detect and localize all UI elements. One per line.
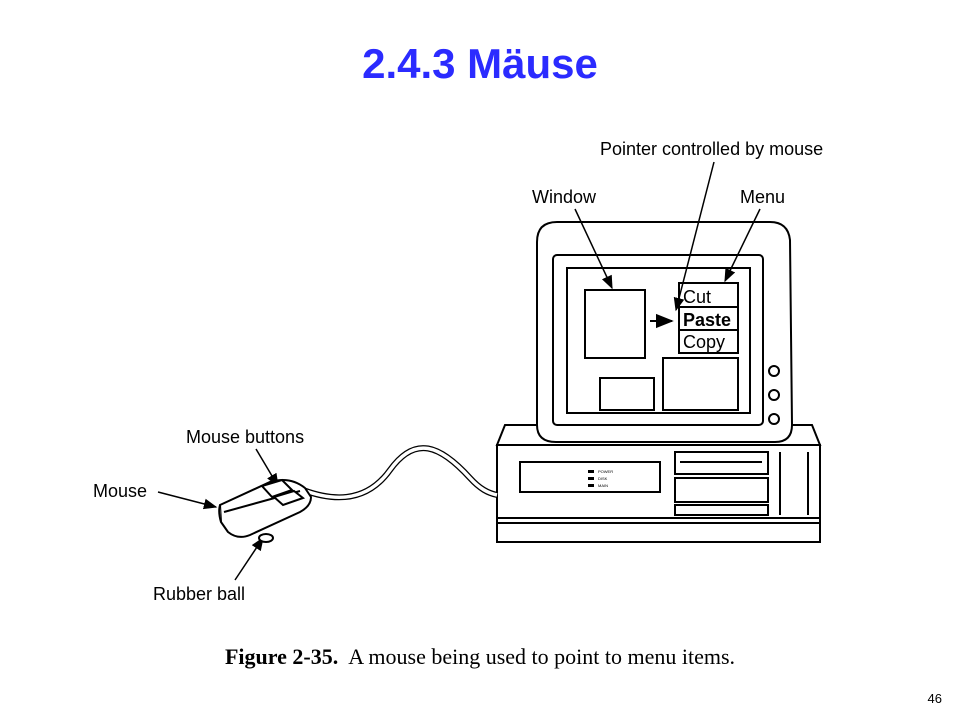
drive-bay-2 <box>674 477 769 503</box>
label-rubber-ball: Rubber ball <box>153 584 245 604</box>
led-label-power: POWER <box>598 469 613 474</box>
rubber-ball <box>258 533 274 543</box>
window <box>584 289 646 359</box>
window-large <box>662 357 739 411</box>
arrow-mouse-buttons <box>255 448 279 488</box>
drive-bay-3 <box>674 504 769 516</box>
mouse-button-left <box>260 478 294 499</box>
menu <box>678 282 739 354</box>
window-small <box>599 377 655 411</box>
arrow-window <box>574 208 613 290</box>
label-mouse: Mouse <box>93 481 147 501</box>
led-label-main: MAIN <box>598 483 608 488</box>
label-menu: Menu <box>740 187 785 207</box>
slide-title: 2.4.3 Mäuse <box>362 40 598 87</box>
arrow-mouse <box>157 491 218 510</box>
figure-number: Figure 2-35. <box>224 644 339 669</box>
led-indicators: POWER DISK MAIN <box>588 469 613 488</box>
label-mouse-buttons: Mouse buttons <box>186 427 304 447</box>
arrow-pointer <box>673 161 715 312</box>
monitor-buttons <box>768 365 780 425</box>
label-pointer: Pointer controlled by mouse <box>600 139 823 159</box>
figure-text: A mouse being used to point to menu item… <box>348 644 736 669</box>
arrow-rubber-ball <box>234 536 264 581</box>
figure-caption: Figure 2-35. A mouse being used to point … <box>0 644 960 670</box>
menu-item-cut: Cut <box>683 287 711 307</box>
mouse-cable <box>301 445 498 501</box>
arrow-menu <box>724 208 761 283</box>
mouse <box>218 478 313 543</box>
mouse-button-right <box>271 489 306 507</box>
page-number: 46 <box>927 691 942 706</box>
label-window: Window <box>532 187 597 207</box>
menu-item-paste: Paste <box>683 310 731 330</box>
led-label-disk: DISK <box>598 476 608 481</box>
menu-item-copy: Copy <box>683 332 725 352</box>
